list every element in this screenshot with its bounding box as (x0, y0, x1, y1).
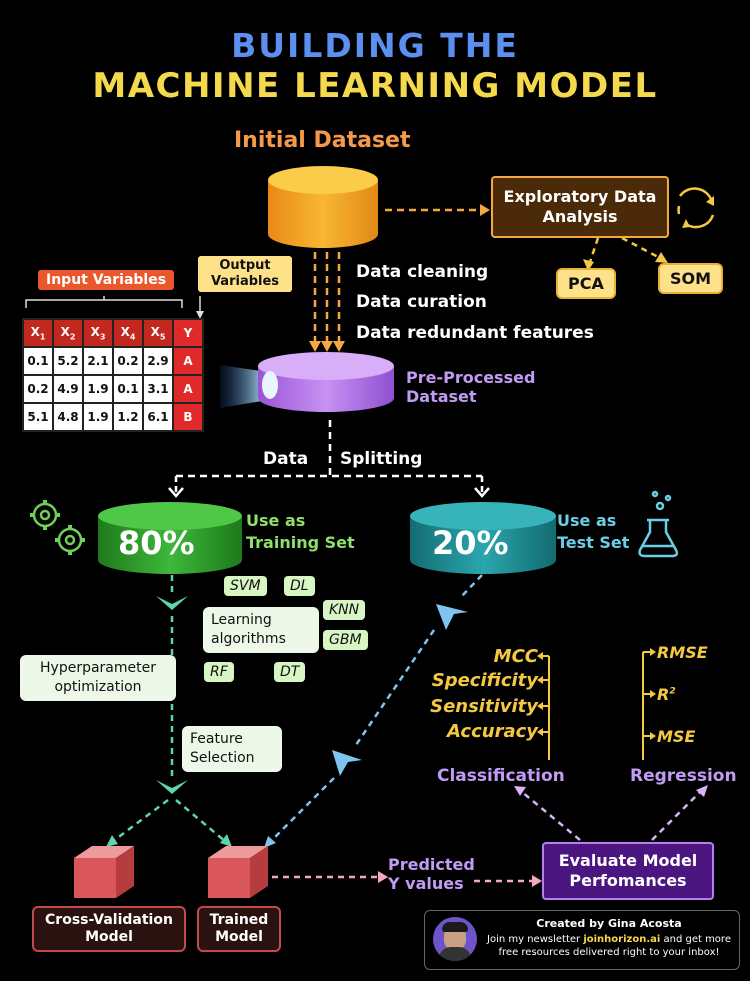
table-cell: 5.1 (22, 402, 54, 432)
initial-dataset-cylinder (268, 166, 378, 248)
train-percent: 80% (118, 524, 195, 562)
output-variables-label: Output Variables (198, 256, 292, 292)
algo-gbm: GBM (323, 630, 368, 650)
table-header-x4: X4 (112, 318, 144, 348)
title-line-2: MACHINE LEARNING MODEL (92, 66, 658, 106)
credit-card: Created by Gina Acosta Join my newslette… (424, 910, 740, 970)
table-header-y: Y (172, 318, 204, 348)
gears-icon (30, 500, 85, 555)
table-cell: 1.9 (82, 402, 114, 432)
algo-knn: KNN (323, 600, 366, 620)
learning-algorithms-box: Learning algorithms (203, 607, 319, 653)
feature-selection-box: Feature Selection (182, 726, 282, 772)
split-right-label: Splitting (340, 449, 423, 469)
metric-rmse: RMSE (657, 643, 708, 662)
test-percent: 20% (432, 524, 509, 562)
table-cell: 0.2 (112, 346, 144, 376)
table-cell: 0.1 (112, 374, 144, 404)
step-redundant: Data redundant features (356, 323, 594, 343)
metric-mcc: MCC (493, 646, 538, 667)
metric-sensitivity: Sensitivity (430, 696, 538, 717)
eda-label: Exploratory Data Analysis (503, 187, 657, 226)
table-cell: 2.1 (82, 346, 114, 376)
predicted-label: Predicted Y values (388, 855, 475, 893)
algo-dl: DL (284, 576, 315, 596)
table-cell: 3.1 (142, 374, 174, 404)
credit-text: Join my newsletter joinhorizon.ai and ge… (487, 934, 731, 958)
table-cell: 2.9 (142, 346, 174, 376)
table-header-x3: X3 (82, 318, 114, 348)
trained-model-cube-icon (208, 846, 268, 898)
input-variables-label: Input Variables (38, 270, 175, 290)
table-cell: 1.2 (112, 402, 144, 432)
eda-box: Exploratory Data Analysis (491, 176, 669, 238)
pca-box: PCA (556, 268, 616, 299)
preprocessed-label: Pre-Processed Dataset (406, 368, 536, 406)
table-cell-y: A (172, 374, 204, 404)
evaluate-box: Evaluate Model Perfomances (542, 842, 714, 900)
table-cell-y: B (172, 402, 204, 432)
projector-beam (220, 365, 268, 408)
table-cell: 0.1 (22, 346, 54, 376)
table-cell: 5.2 (52, 346, 84, 376)
test-set-cylinder (410, 502, 556, 574)
metric-r2: R2 (657, 685, 676, 704)
table-cell: 1.9 (82, 374, 114, 404)
step-cleaning: Data cleaning (356, 262, 489, 282)
evaluate-label: Evaluate Model Perfomances (558, 851, 698, 890)
train-label: Use as Training Set (246, 511, 355, 552)
metric-accuracy: Accuracy (447, 721, 538, 742)
hyperparameter-box: Hyperparameter optimization (20, 655, 176, 701)
regression-title: Regression (630, 766, 737, 786)
metric-specificity: Specificity (431, 670, 538, 691)
table-header-x1: X1 (22, 318, 54, 348)
metric-mse: MSE (657, 727, 696, 746)
preprocessed-dataset-cylinder (258, 352, 394, 412)
title-line-1: BUILDING THE (231, 26, 519, 65)
algo-dt: DT (274, 662, 306, 682)
table-header-x2: X2 (52, 318, 84, 348)
table-cell-y: A (172, 346, 204, 376)
step-curation: Data curation (356, 292, 487, 312)
author-avatar (433, 917, 477, 961)
flask-icon (638, 490, 679, 558)
table-header-x5: X5 (142, 318, 174, 348)
cv-model-box: Cross-Validation Model (32, 906, 186, 952)
initial-dataset-label: Initial Dataset (234, 128, 411, 153)
cv-model-cube-icon (74, 846, 134, 898)
table-cell: 0.2 (22, 374, 54, 404)
algo-svm: SVM (224, 576, 267, 596)
training-set-cylinder (98, 502, 242, 574)
table-cell: 4.8 (52, 402, 84, 432)
table-cell: 4.9 (52, 374, 84, 404)
classification-title: Classification (437, 766, 565, 786)
split-left-label: Data (263, 449, 309, 469)
som-box: SOM (658, 263, 724, 294)
recycle-icon (677, 187, 715, 229)
credit-title: Created by Gina Acosta (536, 917, 682, 930)
table-cell: 6.1 (142, 402, 174, 432)
test-label: Use as Test Set (557, 511, 630, 552)
trained-model-box: Trained Model (197, 906, 281, 952)
newsletter-link[interactable]: joinhorizon.ai (583, 934, 661, 945)
algo-rf: RF (204, 662, 234, 682)
